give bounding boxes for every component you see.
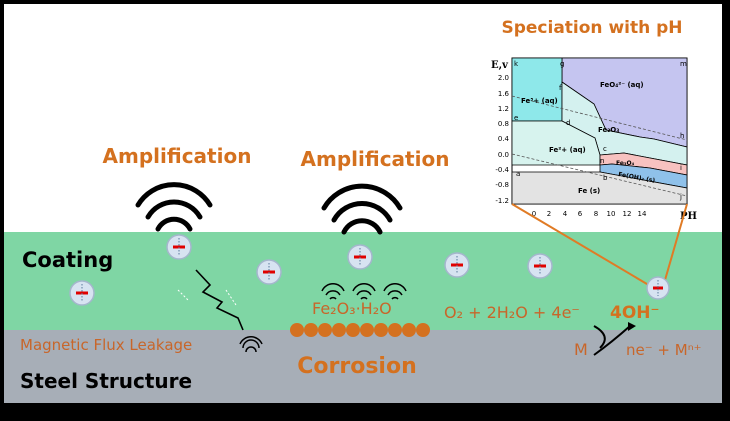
arrowhead: [628, 322, 636, 331]
x-tick: 12: [623, 210, 632, 218]
coating-label: Coating: [22, 248, 113, 272]
label-fe2: Fe²+ (aq): [549, 146, 586, 154]
label-fe-s: Fe (s): [578, 187, 600, 195]
point-letter: n: [600, 157, 604, 165]
corrosion-label: Corrosion: [297, 354, 417, 379]
amplification-label-left: Amplification: [103, 144, 252, 168]
label-fe3o4: Fe₃O₄: [616, 160, 635, 167]
anodic-products: ne⁻ + Mⁿ⁺: [626, 341, 702, 359]
x-tick: 14: [638, 210, 647, 218]
pourbaix-diagram: E,v PH 2.0 1.6 1.2 0.8 0.4 0.0 -0.4 -0.8…: [491, 57, 697, 222]
point-letter: m: [680, 60, 687, 68]
magnetic-particle: [166, 234, 192, 260]
pourbaix-x-label: PH: [680, 211, 697, 222]
magnetic-particle: [444, 252, 470, 278]
magnetic-particles: [69, 234, 670, 306]
pourbaix-x-ticks: 0 2 4 6 8 10 12 14: [532, 210, 647, 218]
magnetic-particle: [256, 259, 282, 285]
y-tick: 1.6: [498, 90, 510, 98]
point-letter: k: [514, 60, 519, 68]
point-letter: f: [559, 84, 562, 92]
hydroxide-label: 4OH⁻: [610, 303, 659, 323]
magnetic-flux-leakage-label: Magnetic Flux Leakage: [20, 336, 192, 354]
y-tick: 0.4: [498, 135, 510, 143]
metal-label: M: [574, 340, 588, 359]
magnetic-particle: [347, 244, 373, 270]
amplification-label-mid: Amplification: [301, 147, 450, 171]
magnetic-particle: [646, 276, 670, 300]
point-letter: e: [514, 114, 518, 122]
signal-waves-left-icon: [135, 182, 213, 232]
point-letter: g: [560, 60, 564, 68]
small-signal-icon: [239, 336, 263, 353]
cathodic-reaction: O₂ + 2H₂O + 4e⁻: [444, 303, 580, 322]
speciation-title: Speciation with pH: [501, 18, 682, 38]
coating-crack: [195, 269, 244, 331]
point-letter: d: [566, 119, 570, 127]
point-letter: c: [603, 145, 607, 153]
magnetic-particle: [69, 280, 95, 306]
pourbaix-point-letters: k g f e d c n a b m h i j: [514, 60, 687, 201]
steel-structure-label: Steel Structure: [20, 369, 192, 393]
y-tick: -0.8: [495, 181, 509, 189]
point-letter: i: [680, 164, 682, 172]
steel-layer: [4, 330, 722, 403]
rust-signal-icons: [321, 283, 407, 300]
point-letter: j: [679, 193, 682, 201]
label-feo4: FeO₄²⁻ (aq): [600, 81, 644, 89]
y-tick: 1.2: [498, 105, 509, 113]
y-tick: 2.0: [498, 74, 509, 82]
pourbaix-y-label: E,v: [491, 60, 509, 71]
reaction-arrow-icon: [593, 325, 631, 356]
point-letter: a: [516, 170, 520, 178]
x-tick: 4: [563, 210, 568, 218]
y-tick: 0.8: [498, 120, 509, 128]
x-tick: 10: [607, 210, 616, 218]
corrosion-particles: [290, 323, 430, 337]
label-fe2o3: Fe₂O₃: [598, 126, 619, 134]
zoom-lines: [511, 203, 688, 288]
y-tick: -1.2: [495, 197, 509, 205]
label-fe3: Fe³+ (aq): [521, 97, 558, 105]
magnetic-particle: [527, 253, 553, 279]
region-fe3: [511, 57, 563, 122]
point-letter: h: [680, 132, 684, 140]
rust-formula: Fe₂O₃·H₂O: [312, 299, 392, 318]
pourbaix-y-ticks: 2.0 1.6 1.2 0.8 0.4 0.0 -0.4 -0.8 -1.2: [495, 74, 509, 205]
y-tick: -0.4: [495, 166, 509, 174]
signal-waves-mid-icon: [321, 183, 403, 235]
crack-dots: [177, 289, 237, 306]
point-letter: b: [603, 174, 608, 182]
x-tick: 0: [532, 210, 536, 218]
x-tick: 2: [547, 210, 551, 218]
x-tick: 6: [578, 210, 583, 218]
y-tick: 0.0: [498, 151, 509, 159]
x-tick: 8: [594, 210, 598, 218]
